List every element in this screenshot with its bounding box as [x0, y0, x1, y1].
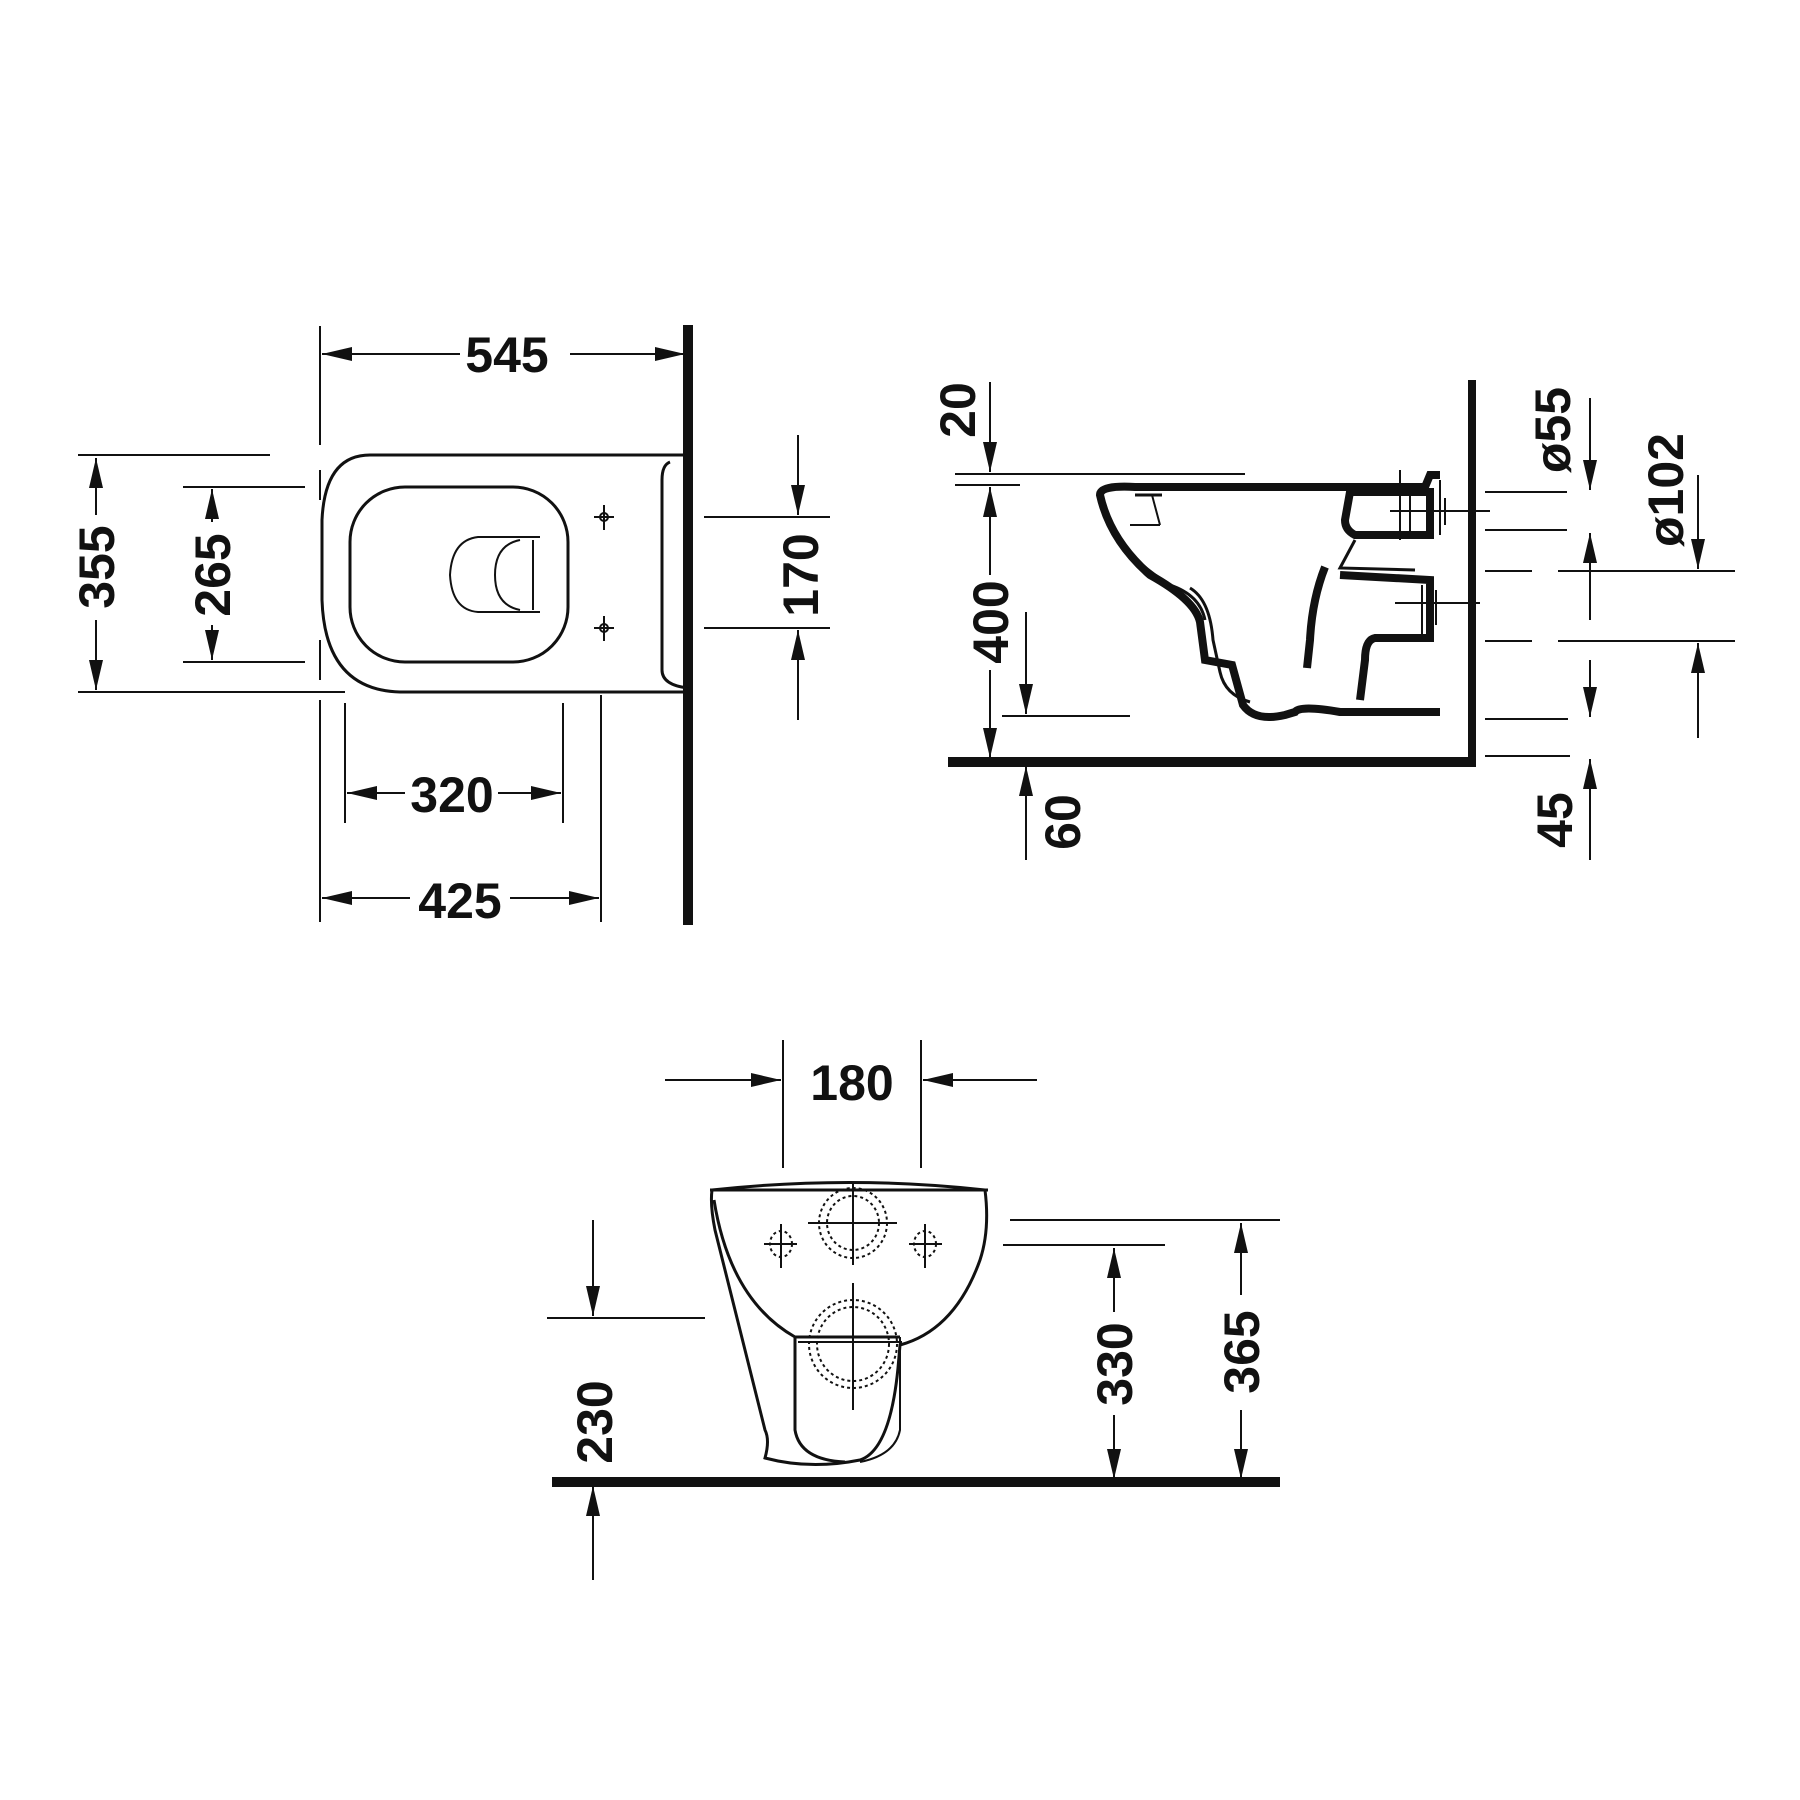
dim-60: 60 [1035, 794, 1091, 850]
dim-545: 545 [465, 327, 548, 383]
dim-400: 400 [963, 580, 1019, 663]
dim-outlet-diameter: ø102 [1638, 433, 1694, 547]
dim-170: 170 [773, 533, 829, 616]
side-view: 20 400 60 ø55 ø102 [930, 380, 1735, 860]
dim-330: 330 [1087, 1322, 1143, 1405]
bowl-profile [1095, 471, 1440, 721]
rear-view: 180 230 330 365 [547, 1040, 1280, 1580]
dim-180: 180 [810, 1055, 893, 1111]
bowl-rear-outline [709, 1181, 989, 1466]
dim-230: 230 [567, 1380, 623, 1463]
dim-45: 45 [1527, 792, 1583, 848]
dim-265: 265 [185, 533, 241, 616]
dim-inlet-diameter: ø55 [1525, 387, 1581, 473]
seat-opening [348, 485, 570, 664]
dim-355: 355 [69, 525, 125, 608]
dim-365: 365 [1214, 1310, 1270, 1393]
fixing-hole-top [594, 505, 614, 530]
bowl-outline [320, 453, 688, 694]
dim-20: 20 [930, 382, 986, 438]
dim-425: 425 [418, 873, 501, 929]
fixing-hole-bottom [594, 616, 614, 641]
dim-320: 320 [410, 767, 493, 823]
top-view: 545 355 [69, 325, 830, 929]
